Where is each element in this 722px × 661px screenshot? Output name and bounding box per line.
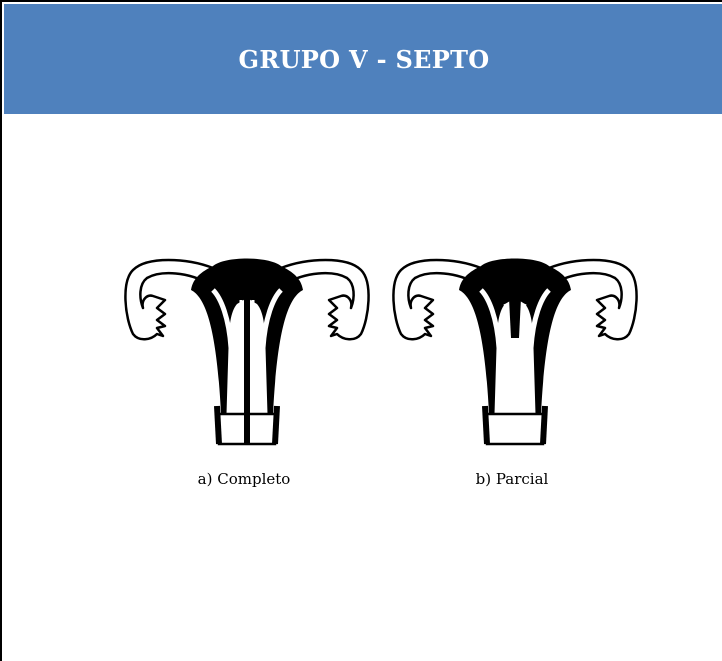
figure-complete: [117, 238, 377, 448]
uterus-complete-septum-icon: [117, 238, 377, 448]
caption-complete: a) Completo: [144, 470, 344, 488]
caption-partial: b) Parcial: [412, 470, 612, 488]
slide-header: GRUPO V - SEPTO: [4, 4, 722, 114]
slide-title: GRUPO V - SEPTO: [239, 45, 490, 74]
figure-partial: [385, 238, 645, 448]
uterus-partial-septum-icon: [385, 238, 645, 448]
